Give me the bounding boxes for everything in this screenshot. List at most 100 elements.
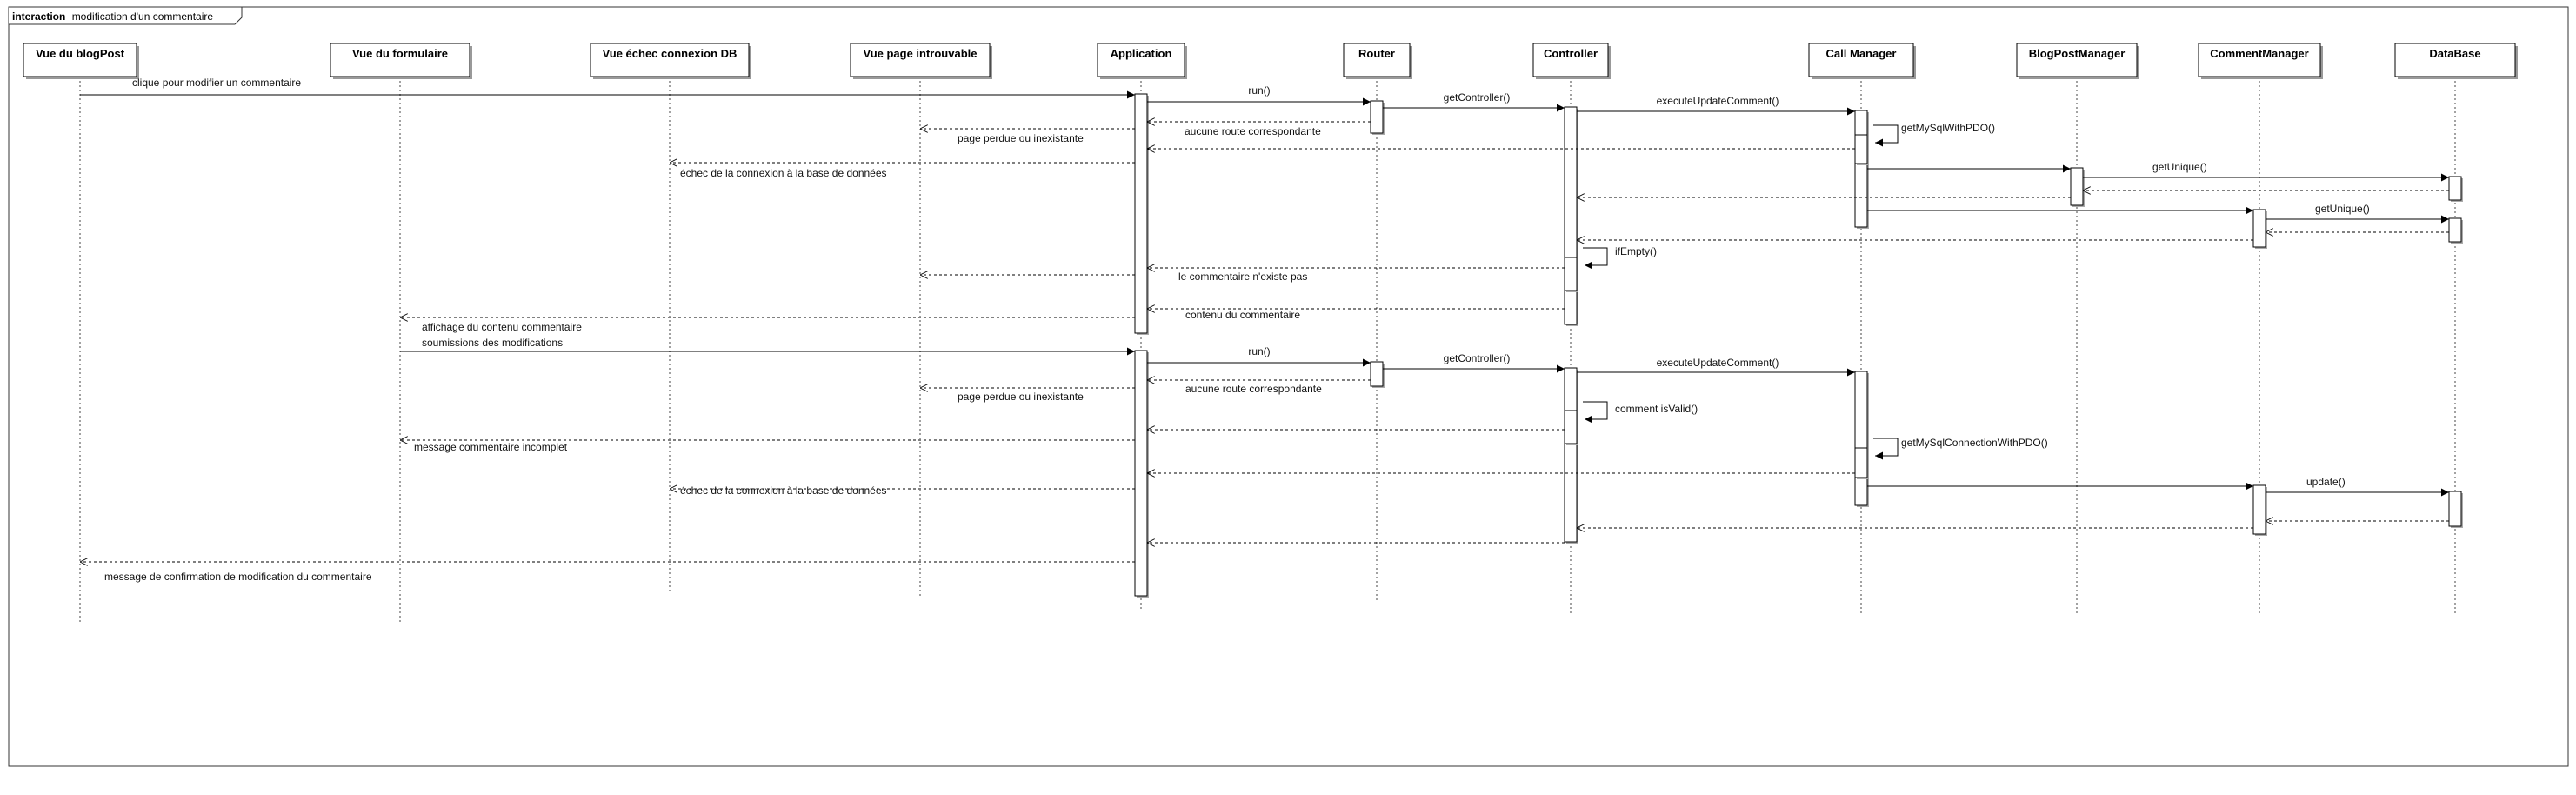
message-label: affichage du contenu commentaire [422,321,582,333]
lifeline-head[interactable] [1532,43,1609,77]
message-return: affichage du contenu commentaire [400,317,1135,333]
message-call: getUnique() [2083,161,2449,182]
self-call-arrow [1583,401,1608,424]
lifeline-head[interactable] [330,43,470,77]
message-return: échec de la connexion à la base de donné… [670,163,1135,179]
message-label: échec de la connexion à la base de donné… [680,484,887,497]
message-label: executeUpdateComment() [1657,95,1779,107]
self-call-arrow [1873,438,1899,460]
message-label: le commentaire n'existe pas [1178,271,1307,283]
lifeline-name: BlogPostManager [2029,47,2126,60]
lifeline-head[interactable] [1097,43,1185,77]
message-label: message commentaire incomplet [414,441,568,453]
self-call-arrow [1873,124,1899,147]
message-call: executeUpdateComment() [1577,357,1855,377]
message-label: aucune route correspondante [1185,383,1322,395]
message-label: update() [2306,476,2346,488]
frame-tab [9,6,243,25]
message-self-call: getMySqlWithPDO() [1873,122,1995,147]
lifeline-name: Router [1358,47,1395,60]
message-label: getUnique() [2152,161,2207,173]
message-call: clique pour modifier un commentaire [80,77,1135,99]
lifeline-name: DataBase [2429,47,2480,60]
message-call: executeUpdateComment() [1577,95,1855,116]
message-label: comment isValid() [1615,403,1698,415]
message-return: message commentaire incomplet [400,440,1135,453]
interaction-frame: interaction modification d'un commentair… [8,6,2569,767]
message-call: soumissions des modifications [400,337,1135,356]
lifeline-head[interactable] [2198,43,2321,77]
activation-bar-controller [1564,257,1578,291]
frame-title: modification d'un commentaire [72,10,214,23]
frame-keyword: interaction [12,10,65,23]
message-call: run() [1147,84,1371,106]
lifeline-name: CommentManager [2210,47,2308,60]
message-label: page perdue ou inexistante [958,132,1084,144]
activation-bar-commentmgr [2252,484,2266,535]
message-label: getUnique() [2315,203,2370,215]
lifeline-database: DataBase [2394,43,2518,616]
message-return: message de confirmation de modification … [80,562,1135,583]
activation-bars [1134,93,2463,598]
message-call: getUnique() [2266,203,2449,224]
activation-bar-app [1134,350,1148,597]
message-label: message de confirmation de modification … [104,571,372,583]
activation-bar-callmgr [1854,134,1868,164]
activation-bar-blogpostmgr [2070,167,2084,206]
lifeline-notfound: Vue page introuvable [850,43,992,596]
lifeline-callmgr: Call Manager [1808,43,1916,616]
message-label: page perdue ou inexistante [958,391,1084,403]
lifeline-head[interactable] [1808,43,1914,77]
activation-bar-callmgr [1854,110,1868,228]
message-self-call: ifEmpty() [1583,245,1657,270]
message-label: run() [1248,84,1270,97]
message-label: soumissions des modifications [422,337,563,349]
activation-bar-callmgr [1854,447,1868,478]
message-label: getMySqlConnectionWithPDO() [1901,437,2048,449]
lifeline-head[interactable] [590,43,750,77]
message-return: contenu du commentaire [1147,309,1565,321]
lifeline-name: Vue échec connexion DB [603,47,737,60]
frame-border [8,6,2569,767]
lifeline-head[interactable] [1343,43,1411,77]
lifeline-name: Vue du formulaire [352,47,448,60]
message-call: getController() [1383,352,1565,373]
message-return: page perdue ou inexistante [920,129,1135,144]
message-call: getController() [1383,91,1565,112]
lifeline-name: Controller [1544,47,1598,60]
lifeline-name: Vue du blogPost [36,47,125,60]
activation-bar-callmgr [1854,371,1868,506]
message-call: update() [2266,476,2449,497]
message-label: contenu du commentaire [1185,309,1300,321]
lifeline-head[interactable] [2016,43,2138,77]
activation-bar-database [2448,217,2462,243]
lifeline-name: Call Manager [1826,47,1897,60]
messages: clique pour modifier un commentaire run()… [80,77,2449,583]
message-label: run() [1248,345,1270,357]
message-return: échec de la connexion à la base de donné… [670,484,1135,497]
activation-bar-database [2448,176,2462,201]
activation-bar-controller [1564,410,1578,444]
message-return: page perdue ou inexistante [920,388,1135,403]
lifeline-head[interactable] [23,43,137,77]
lifeline-dbfail: Vue échec connexion DB [590,43,751,593]
lifeline-head[interactable] [2394,43,2516,77]
message-self-call: comment isValid() [1583,401,1698,424]
frame-title-text: interaction modification d'un commentair… [12,10,213,23]
message-call: run() [1147,345,1371,367]
lifeline-blogpostmgr: BlogPostManager [2016,43,2139,616]
activation-bar-commentmgr [2252,209,2266,248]
activation-bar-app [1134,93,1148,334]
lifeline-controller: Controller [1532,43,1611,616]
lifeline-blogpost: Vue du blogPost [23,43,139,622]
lifeline-name: Vue page introuvable [864,47,978,60]
self-call-arrow [1583,247,1608,270]
message-label: getMySqlWithPDO() [1901,122,1995,134]
activation-bar-router [1370,100,1384,134]
lifeline-name: Application [1111,47,1172,60]
message-label: clique pour modifier un commentaire [132,77,301,89]
lifeline-head[interactable] [850,43,991,77]
message-self-call: getMySqlConnectionWithPDO() [1873,437,2048,460]
message-return: aucune route correspondante [1147,125,1855,149]
